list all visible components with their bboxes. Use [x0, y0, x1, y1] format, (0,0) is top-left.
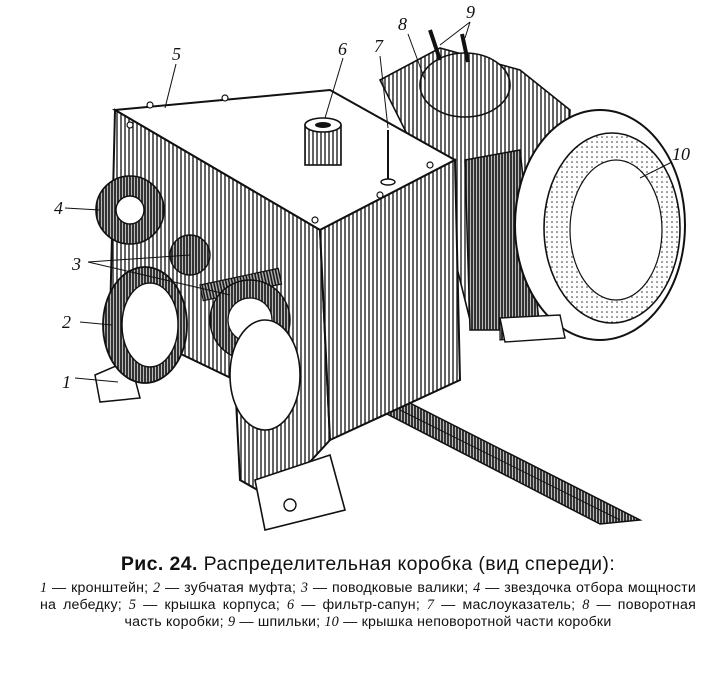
- caption-label: Рис. 24.: [120, 553, 198, 575]
- winch-sprocket: [95, 175, 165, 245]
- caption-title-text: Распределительная коробка (вид спереди):: [203, 553, 616, 575]
- legend-text-2: — зубчатая муфта;: [160, 580, 301, 596]
- callout-10: 10: [672, 144, 690, 164]
- legend-num-9: 9: [227, 614, 236, 630]
- callout-3: 3: [71, 254, 81, 274]
- legend-text-7: — маслоуказатель;: [434, 597, 583, 613]
- legend-text-6: — фильтр-сапун;: [294, 597, 427, 613]
- fixed-part-cover: [499, 109, 686, 341]
- callout-1: 1: [62, 372, 71, 392]
- caption-legend: 1 — кронштейн; 2 — зубчатая муфта; 3 — п…: [40, 580, 696, 631]
- callout-2: 2: [62, 312, 71, 332]
- legend-num-10: 10: [324, 614, 339, 630]
- legend-num-2: 2: [152, 580, 161, 596]
- callout-6: 6: [338, 39, 347, 59]
- legend-num-7: 7: [426, 597, 435, 613]
- legend-num-4: 4: [473, 580, 481, 596]
- legend-num-1: 1: [40, 580, 48, 596]
- gear-coupling: [102, 266, 188, 384]
- legend-text-10: — крышка неповоротной части коробки: [338, 614, 612, 630]
- legend-num-5: 5: [128, 597, 137, 613]
- callout-5: 5: [172, 44, 181, 64]
- legend-text-8: — поворотная часть коробки;: [124, 597, 696, 630]
- callout-8: 8: [398, 14, 407, 34]
- gearbox-illustration: 1 2 3 4 5 6 7 8 9 10: [54, 2, 690, 531]
- oil-gauge: [380, 130, 396, 186]
- legend-num-3: 3: [300, 580, 309, 596]
- legend-text-9: — шпильки;: [235, 614, 325, 630]
- caption-title: Рис. 24. Распределительная коробка (вид …: [40, 553, 696, 576]
- callout-9: 9: [466, 2, 475, 22]
- front-cover: [229, 319, 301, 431]
- legend-text-1: — кронштейн;: [47, 580, 153, 596]
- figure-caption: Рис. 24. Распределительная коробка (вид …: [40, 553, 696, 631]
- legend-num-6: 6: [286, 597, 295, 613]
- callout-7: 7: [374, 36, 384, 56]
- legend-text-4: — звездочка отбора мощности на лебедку;: [40, 580, 696, 613]
- legend-text-3: — поводковые валики;: [308, 580, 474, 596]
- base-rail: [357, 397, 643, 525]
- callout-4: 4: [54, 198, 63, 218]
- breather-filter: [304, 117, 342, 166]
- legend-text-5: — крышка корпуса;: [136, 597, 287, 613]
- legend-num-8: 8: [582, 597, 590, 613]
